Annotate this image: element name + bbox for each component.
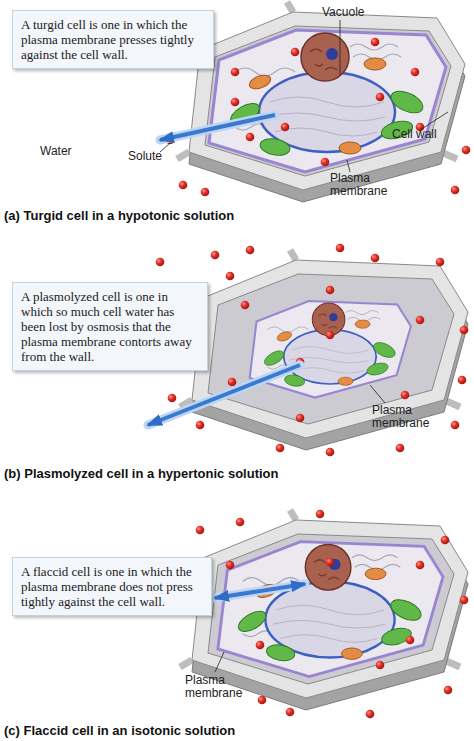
cell-wall bbox=[180, 510, 468, 710]
cell-contents bbox=[250, 301, 411, 398]
plasmolyzed-cell bbox=[180, 250, 468, 450]
definition-text: A turgid cell is one in which the plasma… bbox=[21, 17, 205, 62]
part-label: Plasma membrane bbox=[185, 674, 247, 700]
panel-caption: (b) Plasmolyzed cell in a hypertonic sol… bbox=[4, 467, 279, 480]
definition-text: A flaccid cell is one in which the plasm… bbox=[21, 564, 203, 609]
part-label: Water bbox=[40, 145, 72, 158]
leader-lines bbox=[215, 652, 224, 672]
definition-text: A plasmolyzed cell is one in which so mu… bbox=[21, 289, 199, 364]
cell-wall bbox=[180, 250, 468, 450]
part-label: Cell wall bbox=[392, 128, 437, 141]
definition-box: A plasmolyzed cell is one in which so mu… bbox=[12, 282, 208, 371]
turgid-cell bbox=[177, 2, 465, 202]
panel-caption: (c) Flaccid cell in an isotonic solution bbox=[4, 724, 235, 737]
definition-box: A flaccid cell is one in which the plasm… bbox=[12, 557, 212, 616]
cell-contents bbox=[218, 542, 443, 677]
water-arrow bbox=[160, 115, 275, 140]
cell-contents bbox=[209, 30, 446, 172]
part-label: Plasma membrane bbox=[330, 172, 392, 198]
leader-lines bbox=[370, 385, 385, 403]
part-label: Solute bbox=[128, 150, 162, 163]
water-arrow bbox=[215, 584, 305, 598]
part-label: Plasma membrane bbox=[372, 404, 434, 430]
cell-wall bbox=[177, 2, 465, 202]
flaccid-cell bbox=[180, 510, 468, 710]
definition-box: A turgid cell is one in which the plasma… bbox=[12, 10, 214, 69]
water-arrow bbox=[148, 365, 300, 425]
panel-caption: (a) Turgid cell in a hypotonic solution bbox=[4, 209, 234, 222]
part-label: Vacuole bbox=[322, 6, 364, 19]
